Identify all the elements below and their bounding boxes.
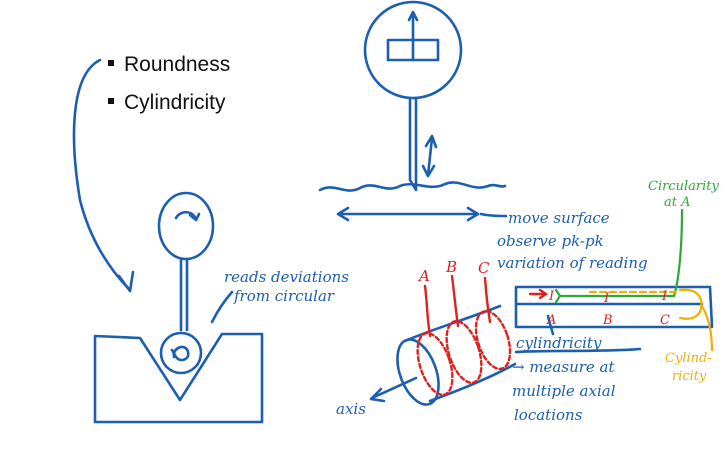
variation-of-reading-text: variation of reading (497, 254, 648, 272)
section-c-line (483, 276, 492, 324)
surface-dial-gauge (363, 0, 463, 100)
axis-label: axis (336, 400, 366, 418)
circularity-label: Circularity (648, 179, 719, 194)
section-a-line (423, 284, 432, 338)
cylindricity-underline (514, 347, 642, 354)
section-c-ring (474, 309, 512, 371)
section-a-label: A (417, 267, 430, 285)
section-b-line (450, 274, 460, 328)
section-c-label: C (478, 259, 490, 277)
circularity-at-a-label: at A (664, 195, 691, 210)
cylindricity-highlight (678, 288, 703, 320)
move-surface-text: move surface (508, 209, 610, 227)
dial-needle (407, 10, 419, 62)
bar-top-label-1: I (548, 289, 555, 304)
locations-text: locations (514, 406, 583, 424)
cylinder-axis-arrow (369, 376, 418, 403)
cylindricity-yellow-pointer (700, 304, 714, 352)
bullet-roundness: Roundness (108, 46, 230, 84)
roundness-pointer-arrow (72, 58, 132, 292)
bar-bottom-label-c: C (660, 313, 670, 328)
section-a-ring (416, 332, 454, 396)
cylindricity-yellow-label-2: ricity (672, 369, 707, 384)
cylindricity-yellow-label: Cylind- (665, 351, 712, 366)
measure-at-text: → measure at (512, 358, 615, 376)
bullet-text: Roundness (124, 53, 231, 76)
bar-top-label-2: I (603, 291, 610, 306)
bar-top-label-3: I (661, 289, 668, 304)
horizontal-motion-arrow (336, 206, 480, 222)
gauge-stem (179, 257, 189, 332)
from-circular-text: from circular (233, 287, 335, 305)
cylindricity-note-title: cylindricity (516, 334, 602, 352)
vertical-motion-arrow (421, 134, 438, 178)
surface-profile (318, 181, 507, 192)
section-b-label: B (445, 258, 457, 276)
bar-bottom-label-b: B (602, 313, 613, 328)
multiple-axial-text: multiple axial (512, 382, 616, 400)
circularity-tick (554, 288, 562, 304)
bar-arrow-icon (528, 288, 549, 300)
move-surface-pointer (479, 212, 508, 218)
workpiece-rotation-mark (170, 345, 190, 362)
bar-bottom-label-a: A (546, 313, 556, 328)
reads-deviations-pointer (210, 290, 234, 324)
roundness-pointer-arrowhead (117, 270, 135, 293)
bullet-text: Cylindricity (124, 91, 226, 114)
surface-gauge-stem (408, 96, 418, 192)
bullet-marker (108, 98, 114, 104)
workpiece-section (159, 331, 203, 375)
bullet-list: Roundness Cylindricity (108, 46, 230, 122)
readings-bar (514, 285, 714, 329)
dial-rotation-mark (174, 210, 201, 222)
circularity-bracket (558, 208, 684, 298)
reads-deviations-text: reads deviations (224, 268, 349, 286)
observe-pk-pk-text: observe pk-pk (497, 232, 604, 250)
section-b-ring (445, 320, 483, 384)
roundness-dial-gauge (157, 191, 215, 261)
bullet-marker (108, 60, 114, 66)
bullet-cylindricity: Cylindricity (108, 84, 230, 122)
v-block (93, 332, 264, 424)
